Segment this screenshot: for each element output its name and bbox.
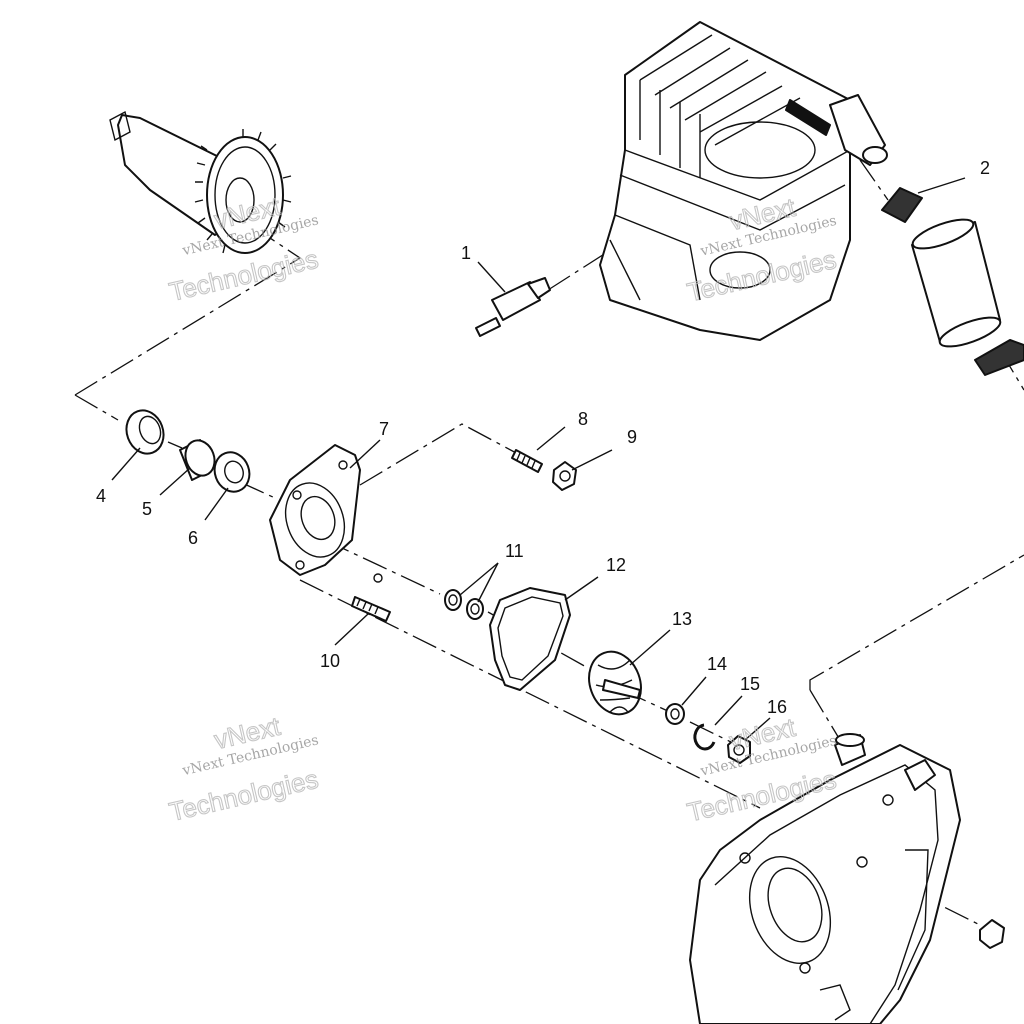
callout-6: 6 [188,528,198,548]
callout-numbers: 1 2 4 5 6 7 8 9 10 11 12 13 14 15 16 [96,158,990,717]
callout-14: 14 [707,654,727,674]
callout-16: 16 [767,697,787,717]
callout-12: 12 [606,555,626,575]
nut-16-illustration [727,735,751,764]
seal-6-illustration [213,451,251,493]
callout-8: 8 [578,409,588,429]
crankcase-cover-illustration [689,733,1005,1024]
callout-4: 4 [96,486,106,506]
gear-shaft-illustration [109,110,292,254]
callout-5: 5 [142,499,152,519]
impeller-13-illustration [588,650,642,716]
clip-15-illustration [693,723,716,751]
callout-1: 1 [461,243,471,263]
stud-8-illustration [511,449,543,473]
callout-11: 11 [505,541,524,561]
stud-10-illustration [351,596,391,622]
temperature-sensor-illustration [475,277,551,337]
bearing-4-illustration [125,409,165,455]
callout-2: 2 [980,158,990,178]
pump-housing-illustration [269,444,383,583]
watermark-bottom-left: vNext vNext Technologies Technologies [166,710,322,827]
gasket-12-illustration [489,587,571,691]
nut-9-illustration [552,461,577,491]
callout-15: 15 [740,674,760,694]
coolant-hose-illustration [881,187,1024,376]
washer-14-illustration [665,703,685,725]
callout-10: 10 [320,651,340,671]
o-rings-11-illustration [444,589,484,620]
engine-cylinder-illustration [599,21,888,341]
callout-leaders [111,177,966,741]
bearing-5-illustration [179,439,216,481]
callout-9: 9 [627,427,637,447]
callout-13: 13 [672,609,692,629]
callout-7: 7 [379,419,389,439]
